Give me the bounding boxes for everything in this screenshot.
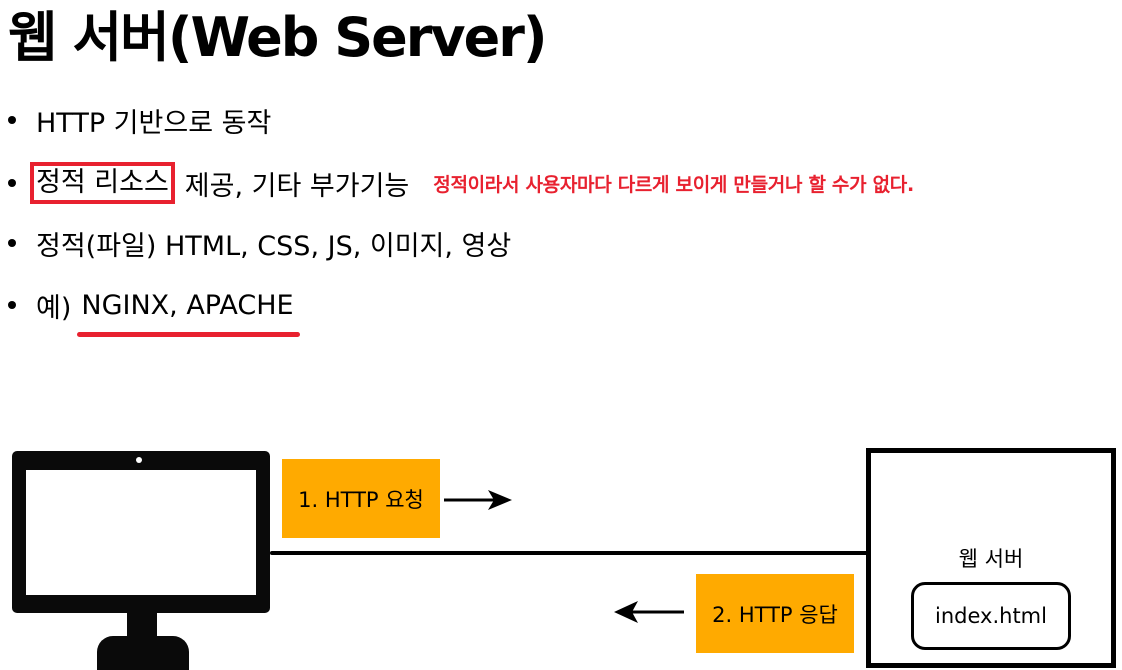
- red-annotation: 정적이라서 사용자마다 다르게 보이게 만들거나 할 수가 없다.: [433, 173, 914, 196]
- http-response-label: 2. HTTP 응답: [696, 574, 854, 653]
- bullet-dot: [8, 116, 16, 124]
- bullet-prefix: 예): [36, 292, 72, 324]
- monitor-screen: [26, 470, 256, 595]
- camera-dot: [136, 457, 142, 463]
- bullet-item-static-files: 정적(파일) HTML, CSS, JS, 이미지, 영상: [8, 218, 511, 268]
- bullet-dot: [8, 301, 16, 309]
- bullet-dot: [8, 179, 16, 187]
- right-arrow-icon: [444, 490, 512, 510]
- monitor-stand-base: [97, 636, 189, 670]
- bullet-text: 제공, 기타 부가기능: [184, 170, 410, 202]
- page-title: 웹 서버(Web Server): [8, 6, 548, 69]
- http-request-label: 1. HTTP 요청: [282, 459, 440, 538]
- bullet-text: HTTP 기반으로 동작: [36, 107, 272, 139]
- left-arrow-icon: [614, 601, 684, 623]
- bullet-text: 정적(파일) HTML, CSS, JS, 이미지, 영상: [36, 230, 512, 262]
- client-monitor-icon: [12, 451, 270, 613]
- highlighted-static-resource: 정적 리소스: [30, 162, 175, 204]
- underlined-examples: NGINX, APACHE: [77, 289, 300, 337]
- bullet-item-http: HTTP 기반으로 동작: [8, 95, 271, 145]
- index-html-file: index.html: [911, 582, 1071, 650]
- bullet-item-examples: 예) NGINX, APACHE: [8, 280, 300, 337]
- bullet-dot: [8, 239, 16, 247]
- web-server-label: 웹 서버: [958, 547, 1024, 571]
- connection-line: [270, 551, 868, 555]
- bullet-item-static-resource: 정적 리소스 제공, 기타 부가기능 정적이라서 사용자마다 다르게 보이게 만…: [8, 158, 914, 208]
- web-server-box: 웹 서버 index.html: [866, 448, 1116, 668]
